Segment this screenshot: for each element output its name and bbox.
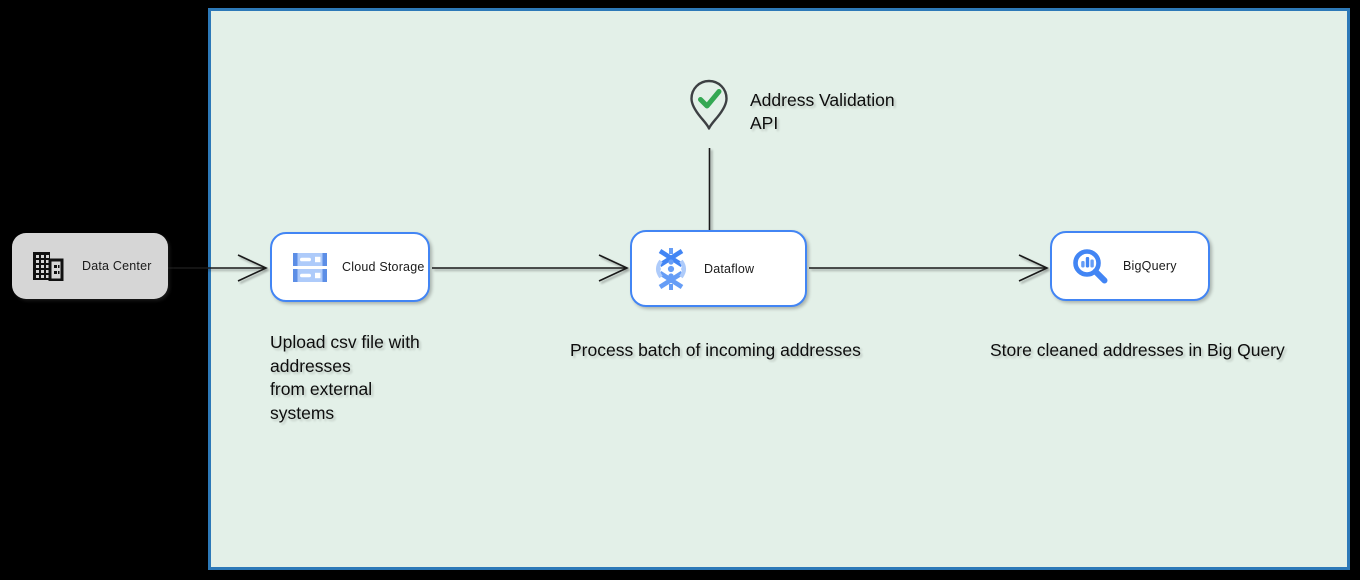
caption-bigquery: Store cleaned addresses in Big Query xyxy=(990,340,1285,360)
bigquery-icon xyxy=(1073,248,1108,283)
annotation-address-validation-api: Address Validation API xyxy=(750,89,895,135)
cloud-storage-icon xyxy=(293,252,327,282)
caption-line: Upload csv file with xyxy=(270,332,420,352)
node-bigquery-label: BigQuery xyxy=(1123,259,1177,273)
annotation-line-1: Address Validation xyxy=(750,90,895,110)
dataflow-icon xyxy=(656,247,686,290)
node-data-center-label: Data Center xyxy=(82,259,152,273)
caption-line: addresses xyxy=(270,355,351,376)
node-dataflow[interactable]: Dataflow xyxy=(630,230,807,307)
node-dataflow-label: Dataflow xyxy=(704,261,755,276)
node-cloud-storage-label: Cloud Storage xyxy=(342,260,425,274)
building-icon xyxy=(33,252,64,281)
annotation-line-2: API xyxy=(750,113,779,133)
node-cloud-storage[interactable]: Cloud Storage xyxy=(270,232,430,302)
caption-line: from external xyxy=(270,379,373,399)
node-bigquery[interactable]: BigQuery xyxy=(1050,231,1210,301)
caption-cloud-storage: Upload csv file with addresses from exte… xyxy=(270,331,420,425)
caption-dataflow: Process batch of incoming addresses xyxy=(570,340,861,360)
location-pin-check-icon xyxy=(690,79,728,130)
node-data-center[interactable]: Data Center xyxy=(12,233,168,299)
caption-line: systems xyxy=(270,402,335,423)
